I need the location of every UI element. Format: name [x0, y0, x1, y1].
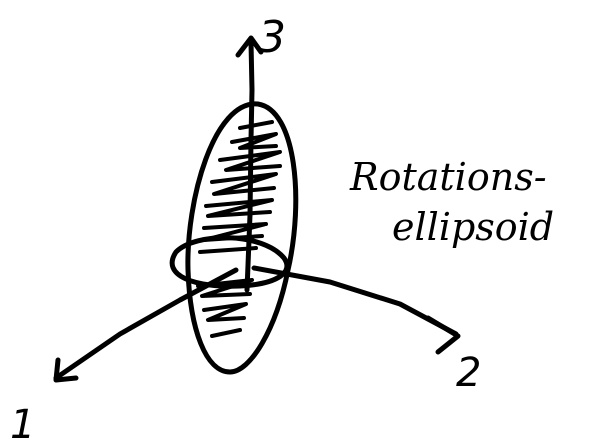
axis-2-arrowhead	[425, 315, 461, 355]
axis-3-line	[244, 39, 255, 293]
axis-2-label: 2	[456, 350, 481, 396]
axis-3-label: 3	[258, 12, 286, 63]
axis-1-label: 1	[10, 402, 35, 446]
axis-3-arrowhead	[235, 35, 264, 58]
ellipsoid-outline	[185, 101, 299, 375]
annotation-line-1: Rotations-	[349, 155, 547, 199]
equator-ring	[169, 235, 290, 289]
axis-2	[251, 265, 461, 355]
annotation-line-2: ellipsoid	[392, 205, 554, 249]
axis-1-arrowhead	[53, 357, 79, 383]
hatch-stroke	[198, 120, 282, 254]
